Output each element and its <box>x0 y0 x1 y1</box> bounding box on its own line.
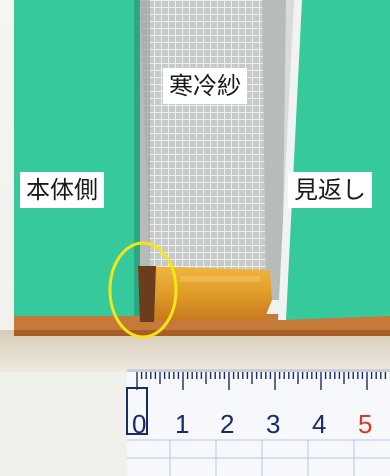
ruler-zero-box <box>126 387 148 435</box>
ruler-number-5: 5 <box>358 409 372 439</box>
ruler-number-3: 3 <box>266 409 280 439</box>
label-body-side: 本体側 <box>20 172 104 208</box>
tape-dark-gap <box>138 266 156 322</box>
facing-board <box>280 0 390 320</box>
ruler-numbers: 0 1 2 3 4 5 <box>132 409 372 439</box>
cheesecloth-shadow <box>140 0 150 270</box>
ruler-ticks <box>136 372 387 390</box>
board-edge-shadow <box>14 330 390 336</box>
body-side-board-edge <box>134 0 140 316</box>
ruler-body <box>127 369 390 476</box>
ruler-grid <box>127 439 390 476</box>
ruler-number-4: 4 <box>312 409 326 439</box>
ruler-number-2: 2 <box>220 409 234 439</box>
ruler-number-1: 1 <box>175 409 189 439</box>
ruler-number-0: 0 <box>132 409 146 439</box>
amber-tape <box>138 266 272 320</box>
label-facing: 見返し <box>288 172 372 208</box>
ruler: 0 1 2 3 4 5 <box>126 369 390 476</box>
ruler-top-edge <box>127 369 390 372</box>
cheesecloth-mesh <box>140 0 266 276</box>
tape-highlight <box>180 276 260 282</box>
body-side-board <box>14 0 140 316</box>
highlight-circle <box>108 241 178 339</box>
label-cheesecloth: 寒冷紗 <box>163 68 247 104</box>
facing-board-edge <box>278 0 302 320</box>
shelf-edge <box>0 330 390 372</box>
